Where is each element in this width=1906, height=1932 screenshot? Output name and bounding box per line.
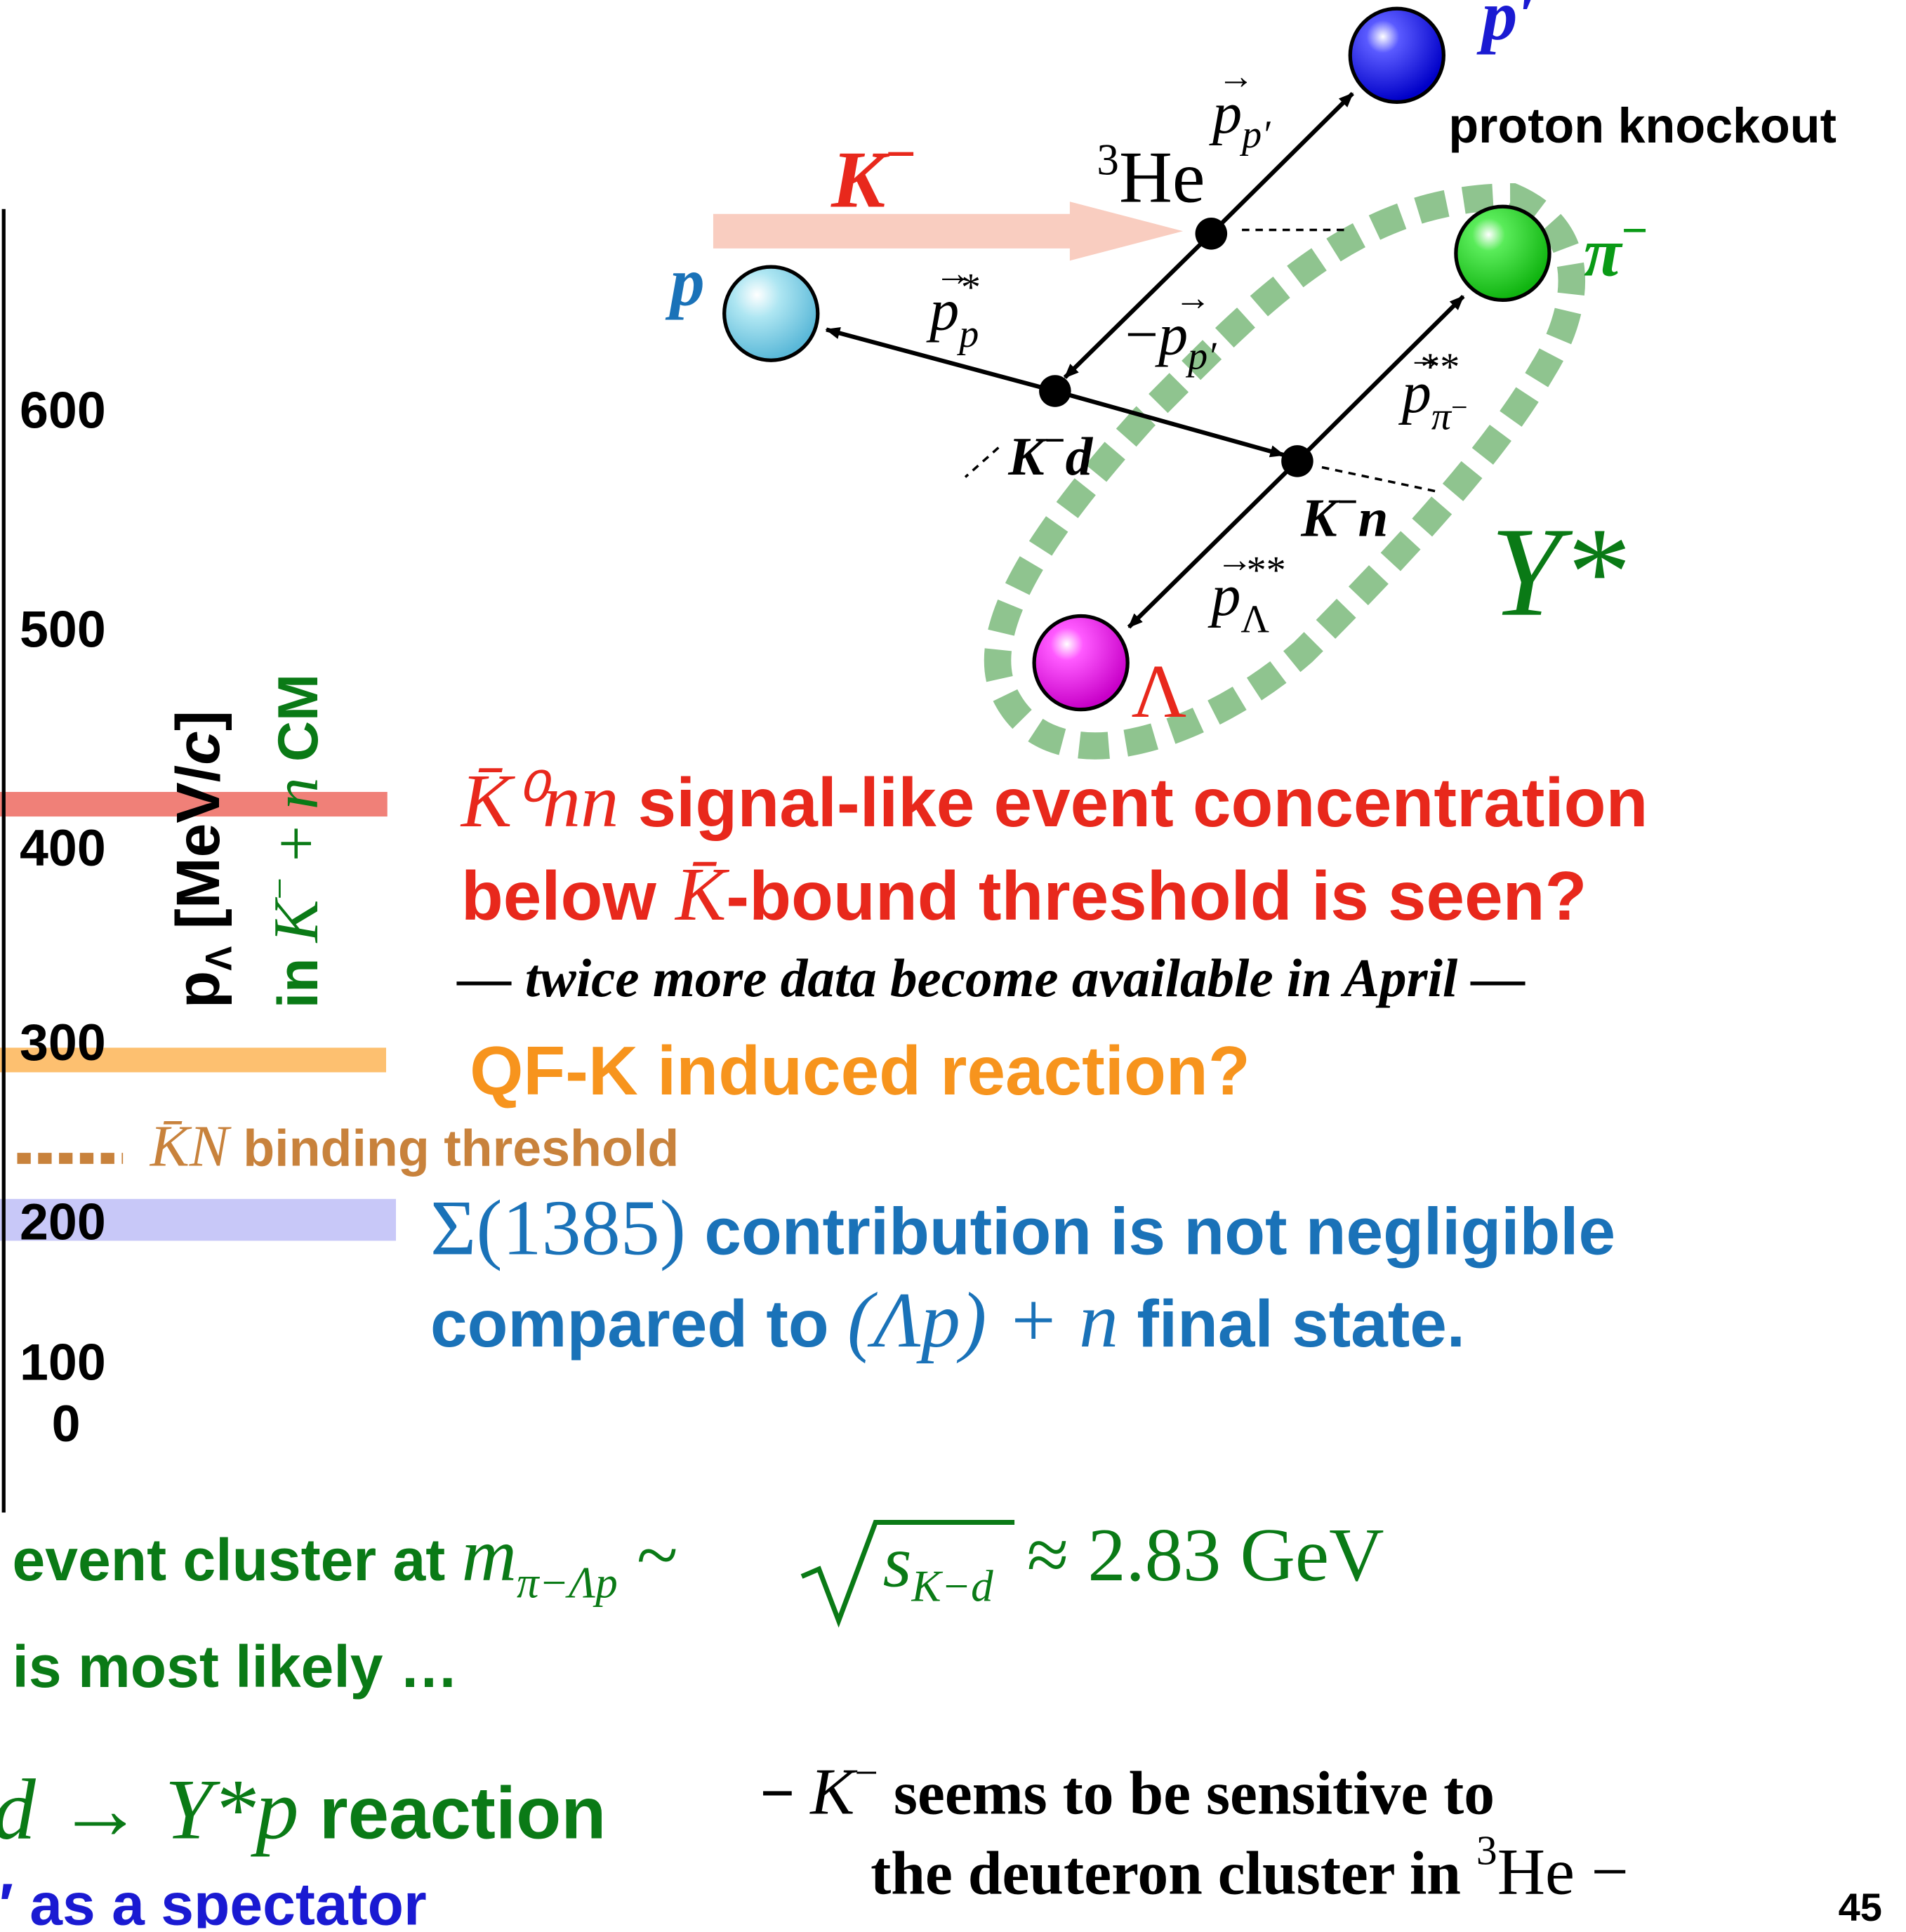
deuteron-line: the deuteron cluster in 3He − bbox=[871, 1827, 1629, 1908]
sqrt-sign bbox=[800, 1519, 1015, 1628]
k0nn-line1: K̄⁰nn signal-like event concentration bbox=[460, 759, 1648, 843]
arrow-lambda bbox=[1127, 459, 1299, 629]
p-prime-label: p′ bbox=[1476, 0, 1537, 55]
k0nn-line2: below K̄-bound threshold is seen? bbox=[461, 852, 1587, 937]
dashed-guides bbox=[964, 228, 1439, 494]
k-minus-beam-arrow bbox=[713, 201, 1184, 261]
y-star-cluster-outline bbox=[984, 183, 1586, 760]
sigma-line1: Σ(1385) contribution is not negligible bbox=[430, 1185, 1615, 1272]
arrow-minus-p-prime bbox=[1063, 232, 1213, 379]
vertex-he3 bbox=[1195, 218, 1228, 250]
particle-pi-minus bbox=[1454, 204, 1551, 303]
band-qf-k bbox=[0, 1047, 387, 1073]
band-k0nn bbox=[0, 792, 388, 817]
most-likely-line: is most likely … bbox=[13, 1634, 458, 1700]
kn-threshold-text: K̄N binding threshold bbox=[150, 1114, 680, 1179]
spectator-line: p′ as a spectator bbox=[0, 1871, 427, 1928]
arrow-kd-to-kn bbox=[1054, 389, 1285, 458]
tick-600: 600 bbox=[20, 381, 106, 439]
qf-k-text: QF-K induced reaction? bbox=[470, 1032, 1250, 1109]
y-star-label: Y* bbox=[1490, 502, 1625, 643]
tick-100: 100 bbox=[20, 1332, 106, 1391]
y-axis-title: pΛ [MeV/c] bbox=[164, 710, 240, 1008]
sigma-line2: compared to (Λp) + n final state. bbox=[430, 1277, 1465, 1364]
event-cluster-line: event cluster at mπ−Λp ~ bbox=[13, 1513, 678, 1608]
svg-text:→: → bbox=[1217, 56, 1255, 97]
svg-text:→: → bbox=[934, 253, 972, 293]
particle-lambda bbox=[1032, 614, 1130, 712]
tick-0: 0 bbox=[52, 1394, 81, 1453]
arrow-p-star bbox=[825, 326, 1056, 393]
page-number: 45 bbox=[1839, 1885, 1882, 1928]
svg-text:→: → bbox=[1216, 539, 1253, 580]
svg-text:pΛ [MeV/c]: pΛ [MeV/c] bbox=[164, 710, 240, 1008]
he3-label: 3He bbox=[1097, 135, 1205, 218]
tick-500: 500 bbox=[20, 600, 106, 658]
tick-200: 200 bbox=[20, 1193, 106, 1251]
k-minus-label: K− bbox=[830, 124, 916, 225]
band-sigma1385 bbox=[0, 1198, 397, 1241]
p-label: p bbox=[666, 244, 705, 320]
arrow-pi-minus bbox=[1295, 294, 1465, 463]
particle-p-prime bbox=[1348, 6, 1446, 105]
sqrt-content: sK−d bbox=[883, 1521, 994, 1611]
twice-more-data-note: — twice more data become available in Ap… bbox=[456, 948, 1526, 1008]
approx-value: ≈ 2.83 GeV bbox=[1027, 1513, 1384, 1597]
pi-minus-label: π− bbox=[1584, 205, 1648, 291]
svg-text:→: → bbox=[1407, 336, 1444, 377]
vertex-kd bbox=[1039, 375, 1071, 407]
tick-400: 400 bbox=[20, 819, 106, 877]
lambda-label: Λ bbox=[1131, 649, 1186, 734]
y-axis-frame-label: in K− + n CM bbox=[258, 674, 331, 1008]
arrow-p-prime bbox=[1210, 91, 1354, 235]
vertex-kn-label: K−n bbox=[1300, 482, 1388, 548]
tick-300: 300 bbox=[20, 1013, 106, 1071]
y-axis-ticks: 600 500 400 300 200 100 0 bbox=[20, 381, 106, 1453]
vertex-kd-label: K−d bbox=[1007, 421, 1093, 487]
proton-knockout-label: proton knockout bbox=[1448, 98, 1836, 153]
svg-text:→: → bbox=[1174, 277, 1212, 318]
momentum-arrows bbox=[825, 91, 1465, 629]
svg-text:in K− + n CM: in K− + n CM bbox=[258, 674, 331, 1008]
reaction-line: d → Y*p reaction bbox=[0, 1762, 606, 1858]
vertex-kn bbox=[1281, 445, 1313, 477]
particle-p bbox=[722, 265, 820, 362]
sensitive-line: − K− seems to be sensitive to bbox=[760, 1749, 1495, 1829]
